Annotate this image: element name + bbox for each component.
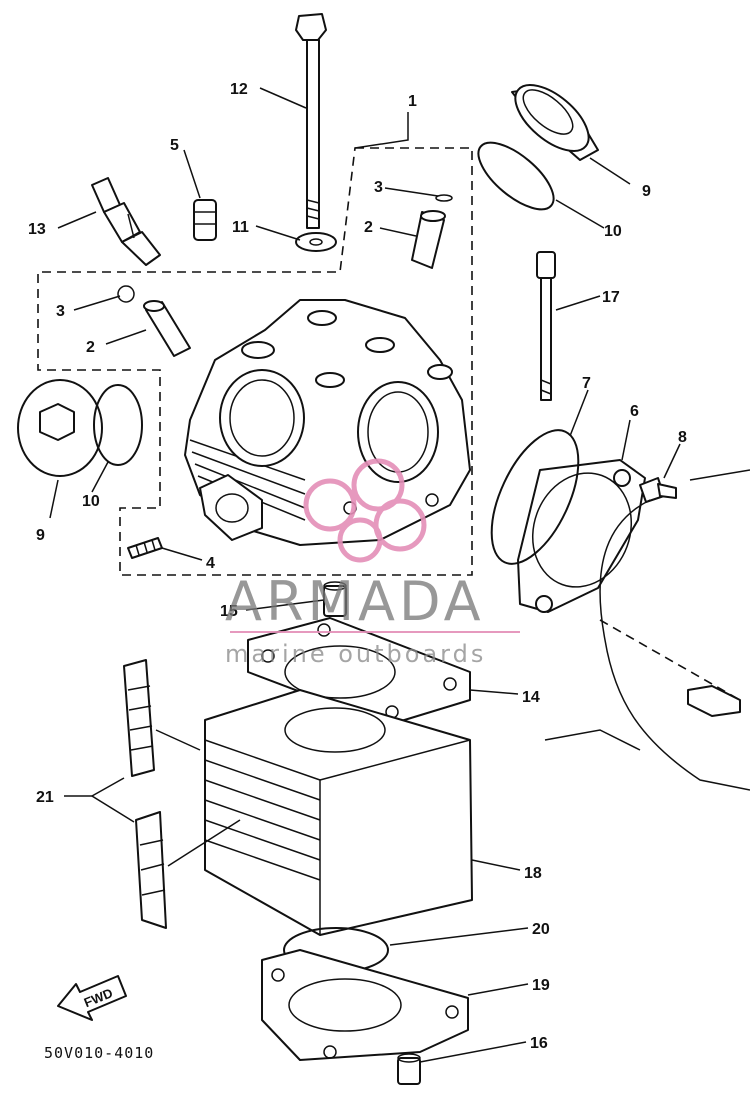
callout-5: 5 [170, 137, 179, 154]
callout-4: 4 [206, 555, 215, 572]
head-assembly-boundary [37, 147, 473, 576]
chain-guide-lower [135, 811, 167, 929]
callout-3-upper: 3 [374, 179, 383, 196]
side-cover-bolt [639, 477, 677, 503]
callout-3-left: 3 [56, 303, 65, 320]
cylinder-head-bolt [295, 13, 327, 229]
callout-6: 6 [630, 403, 639, 420]
callout-13: 13 [28, 221, 46, 238]
callout-15: 15 [220, 603, 238, 620]
watermark: ARMADA marine outboards [225, 458, 520, 668]
forward-arrow-icon: FWD [57, 975, 127, 1021]
callout-17: 17 [602, 289, 620, 306]
tappet-cover-upper [511, 84, 599, 161]
drawing-code: 50V010-4010 [44, 1044, 154, 1062]
side-cover [517, 459, 646, 613]
callout-10-left: 10 [82, 493, 100, 510]
callout-12: 12 [230, 81, 248, 98]
callout-10-upper: 10 [604, 223, 622, 240]
clip-upper [435, 194, 453, 202]
callout-19: 19 [532, 977, 550, 994]
callout-7: 7 [582, 375, 591, 392]
callout-11: 11 [232, 219, 249, 236]
callout-2-upper: 2 [364, 219, 373, 236]
watermark-tagline: marine outboards [225, 640, 486, 668]
callout-20: 20 [532, 921, 550, 938]
watermark-logo-icon [303, 458, 427, 563]
base-gasket [261, 949, 469, 1061]
valve-guide-left [143, 300, 191, 357]
valve-guide-upper [411, 210, 446, 269]
callout-9-left: 9 [36, 527, 45, 544]
valve-cap [193, 199, 217, 241]
callout-8: 8 [678, 429, 687, 446]
stud-bolt [127, 537, 163, 559]
tappet-cover-left [17, 379, 103, 477]
callout-16: 16 [530, 1035, 548, 1052]
side-cover-o-ring [490, 429, 580, 565]
callout-14: 14 [522, 689, 540, 706]
spark-plug [91, 177, 161, 266]
callout-18: 18 [524, 865, 542, 882]
dowel-pin-lower [397, 1053, 421, 1085]
o-ring-left [93, 384, 143, 466]
clip-left [117, 285, 135, 303]
callout-1: 1 [408, 93, 417, 110]
callout-2-left: 2 [86, 339, 95, 356]
cylinder-head [184, 299, 471, 546]
cylinder [204, 689, 473, 936]
long-stud [536, 251, 556, 401]
crankcase-fragment [544, 469, 750, 791]
head-gasket [247, 617, 471, 726]
callout-21: 21 [36, 789, 54, 806]
callout-labels: 1 2 2 3 3 4 5 6 7 8 9 9 10 10 11 12 13 1… [28, 81, 687, 1052]
chain-guide-upper [123, 659, 155, 777]
washer [295, 232, 337, 252]
dowel-pin-upper [323, 581, 347, 617]
callout-9-upper: 9 [642, 183, 651, 200]
watermark-brand: ARMADA [225, 570, 485, 633]
o-ring-upper [477, 141, 555, 211]
leader-lines [49, 87, 681, 1063]
